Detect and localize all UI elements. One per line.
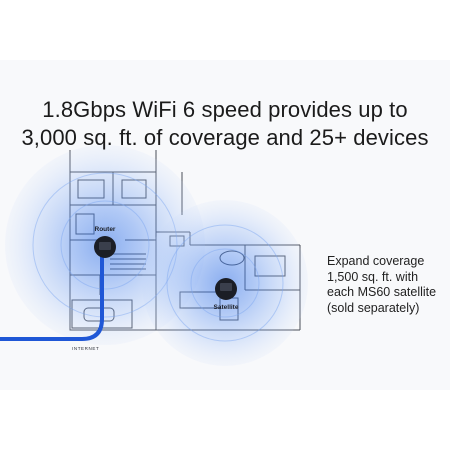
headline: 1.8Gbps WiFi 6 speed provides up to 3,00…: [0, 96, 450, 152]
internet-cable: [0, 253, 104, 341]
headline-line-2: 3,000 sq. ft. of coverage and 25+ device…: [21, 125, 429, 150]
satellite-coverage-ring: [166, 224, 284, 342]
satellite-label: Satellite: [214, 304, 239, 311]
satellite-caption: Expand coverage 1,500 sq. ft. with each …: [327, 254, 436, 316]
satellite-coverage-ring: [190, 248, 260, 318]
caption-line-2: 1,500 sq. ft. with: [327, 269, 419, 284]
router-vent: [99, 242, 111, 250]
satellite-device: [215, 278, 237, 300]
router-coverage-ring: [60, 200, 150, 290]
caption-line-3: each MS60 satellite: [327, 285, 437, 299]
router-label: Router: [95, 226, 116, 233]
headline-line-1: 1.8Gbps WiFi 6 speed provides up to: [42, 97, 408, 122]
caption-line-4: (sold separately): [327, 300, 420, 315]
caption-line-1: Expand coverage: [327, 254, 425, 268]
router-device: [94, 236, 116, 258]
satellite-vent: [220, 283, 232, 291]
internet-cable-label: INTERNET: [72, 346, 99, 351]
